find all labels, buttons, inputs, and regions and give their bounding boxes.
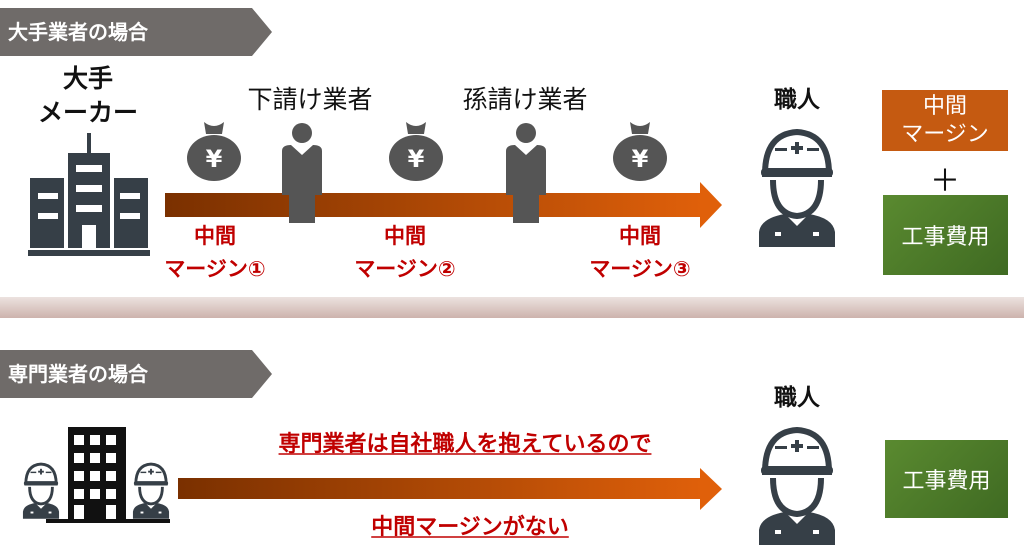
craftsman-label: 職人 bbox=[774, 385, 820, 411]
subcontractor-label: 下請け業者 bbox=[247, 85, 373, 114]
specialist-note-bottom: 中間マージンがない bbox=[371, 515, 569, 540]
plus-sign: ＋ bbox=[930, 164, 960, 199]
person-icon bbox=[503, 123, 549, 223]
yen-bag-icon bbox=[184, 120, 244, 182]
margin-box: 中間マージン bbox=[882, 90, 1008, 151]
maker-line-2: メーカー bbox=[37, 98, 139, 127]
yen-bag-icon bbox=[610, 120, 670, 182]
sub-subcontractor-label: 孫請け業者 bbox=[462, 85, 588, 114]
maker-line-1: 大手 bbox=[62, 64, 114, 93]
section-banner-specialist: 専門業者の場合 bbox=[0, 350, 272, 398]
section-banner-large: 大手業者の場合 bbox=[0, 8, 272, 56]
construction-cost-box: 工事費用 bbox=[883, 195, 1008, 275]
flow-arrow-specialist bbox=[178, 478, 705, 499]
margin-line: 中間 bbox=[619, 224, 661, 248]
specialist-note-top: 専門業者は自社職人を抱えているので bbox=[278, 432, 652, 457]
margin-label-2: 中間マージン② bbox=[354, 220, 455, 286]
margin-line: マージン③ bbox=[589, 257, 691, 281]
margin-line: マージン② bbox=[354, 257, 456, 281]
company-with-workers-icon bbox=[22, 427, 170, 523]
construction-cost-box: 工事費用 bbox=[885, 440, 1008, 518]
craftsman-label: 職人 bbox=[774, 87, 820, 113]
arrow-head bbox=[700, 468, 722, 510]
margin-label-3: 中間マージン③ bbox=[589, 220, 690, 286]
office-building-icon bbox=[28, 133, 150, 256]
craftsman-helmet-icon bbox=[757, 122, 837, 247]
margin-box-line: マージン bbox=[901, 121, 989, 147]
margin-label-1: 中間マージン① bbox=[164, 220, 265, 286]
margin-box-line: 中間 bbox=[922, 93, 967, 119]
craftsman-helmet-icon bbox=[757, 420, 837, 545]
margin-line: 中間 bbox=[194, 224, 236, 248]
yen-bag-icon bbox=[386, 120, 446, 182]
margin-line: マージン① bbox=[164, 257, 266, 281]
section-divider bbox=[0, 297, 1024, 318]
maker-label: 大手 メーカー bbox=[38, 62, 138, 130]
arrow-head bbox=[700, 182, 722, 228]
flow-arrow-large bbox=[165, 193, 705, 217]
person-icon bbox=[279, 123, 325, 223]
margin-line: 中間 bbox=[384, 224, 426, 248]
